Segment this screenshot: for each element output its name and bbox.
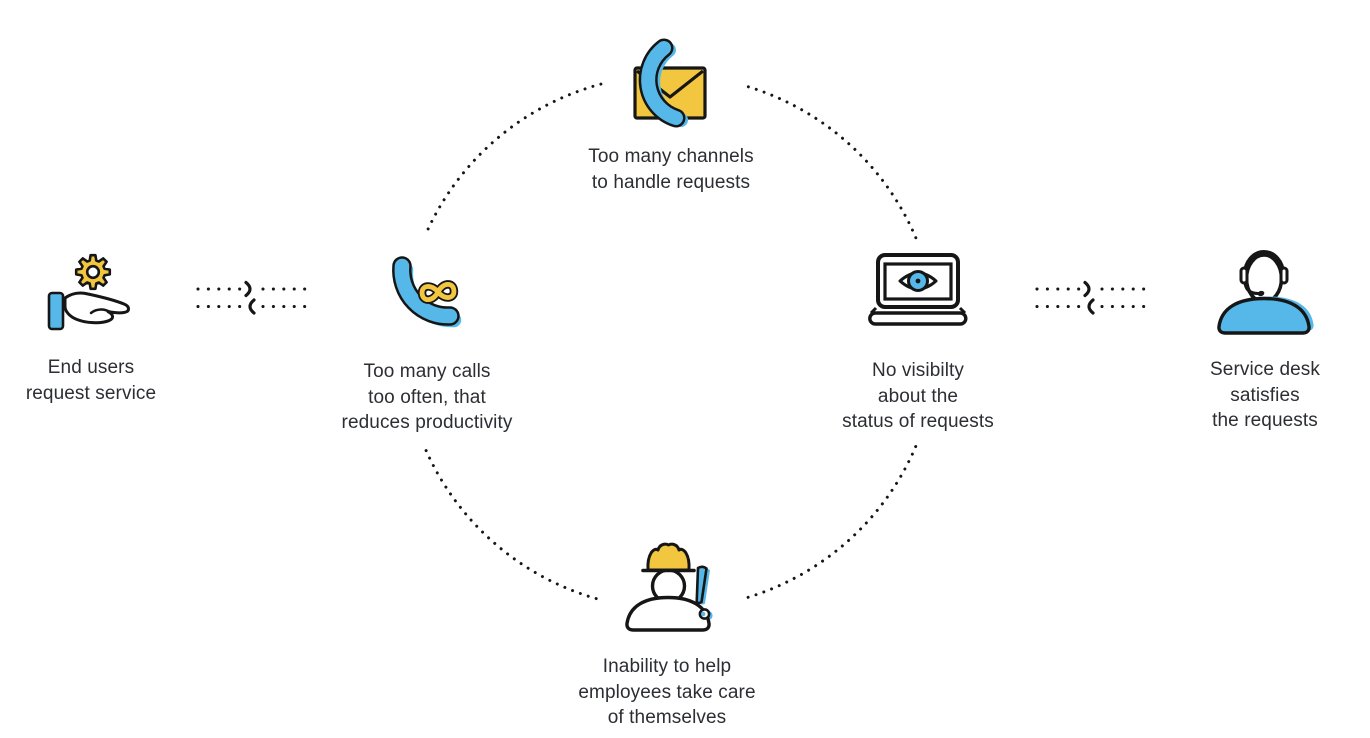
- chevron-left-icon: [248, 298, 256, 315]
- label-line: too often, that: [368, 386, 486, 408]
- hand-gear-icon: [47, 253, 130, 331]
- laptop-eye-icon: [868, 253, 968, 326]
- chevron-right-icon: [1083, 280, 1091, 298]
- label-line: reduces productivity: [341, 412, 513, 433]
- chevron-left-icon: [1087, 298, 1095, 315]
- label-line: No visibilty: [872, 360, 964, 381]
- service-desk-label: Service desk satisfies the requests: [1210, 357, 1320, 434]
- dotted-circle-arc-bottom-left: [424, 449, 601, 601]
- label-line: Too many calls: [363, 361, 491, 382]
- phone-infinity-icon: [392, 256, 462, 328]
- label-line: Service desk: [1210, 359, 1320, 380]
- dotted-circle-arc-bottom-right: [746, 442, 919, 599]
- label-line: Inability to help: [602, 656, 732, 677]
- label-line: Too many channels: [588, 146, 754, 167]
- dotted-circle-arc-top-left: [424, 82, 603, 235]
- inability-label: Inability to help employees take care of…: [578, 654, 755, 731]
- label-line: employees take care: [578, 681, 756, 703]
- too-many-channels-label: Too many channels to handle requests: [588, 144, 753, 195]
- worker-alert-icon: [625, 542, 713, 632]
- too-many-calls-label: Too many calls too often, that reduces p…: [342, 359, 513, 436]
- label-line: about the: [877, 385, 959, 407]
- label-line: status of requests: [842, 411, 994, 432]
- label-line: End users: [47, 357, 135, 378]
- bidirectional-arrow-right: [1035, 280, 1156, 315]
- label-line: the requests: [1212, 410, 1318, 431]
- label-line: to handle requests: [591, 171, 751, 193]
- chevron-right-icon: [244, 280, 252, 298]
- end-users-label: End users request service: [26, 355, 156, 406]
- label-line: satisfies: [1230, 384, 1300, 406]
- phone-envelope-icon: [633, 38, 707, 128]
- bidirectional-arrow-left: [196, 280, 317, 315]
- no-visibility-label: No visibilty about the status of request…: [842, 358, 994, 435]
- label-line: of themselves: [607, 707, 727, 728]
- dotted-circle-arc-top-right: [746, 85, 918, 240]
- label-line: request service: [25, 382, 157, 404]
- support-agent-icon: [1217, 250, 1314, 335]
